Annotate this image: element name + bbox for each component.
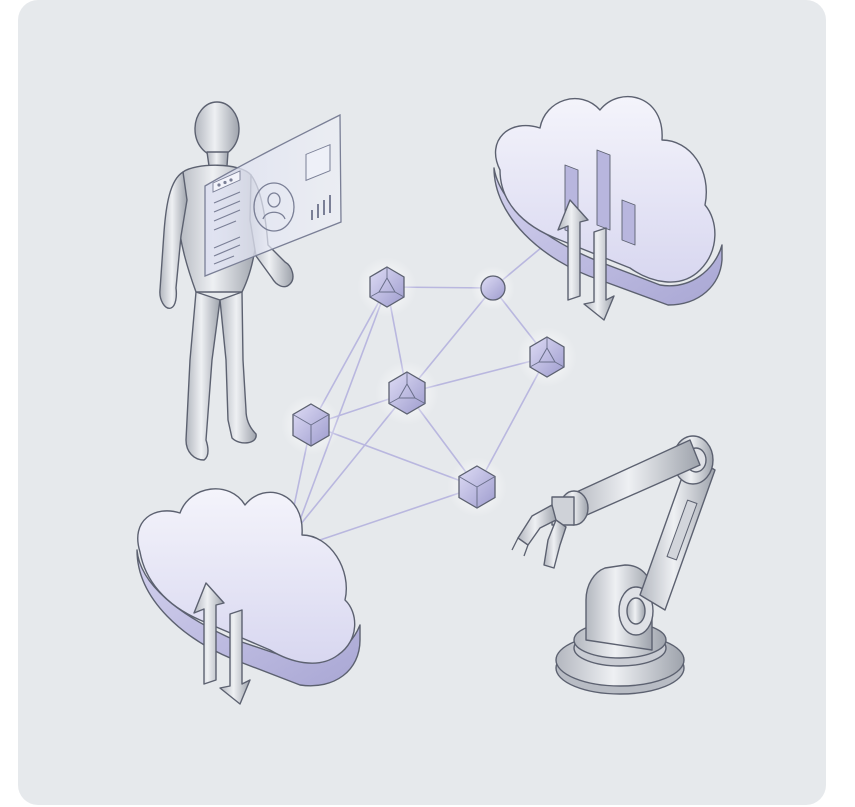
user-profile-icon bbox=[253, 182, 295, 232]
cloud-top bbox=[493, 95, 723, 306]
window-dot-icon bbox=[217, 183, 221, 187]
robotic-arm bbox=[511, 435, 716, 695]
network-node-hex-center bbox=[375, 361, 439, 425]
window-dot-icon bbox=[223, 180, 227, 185]
holographic-display-panel bbox=[204, 113, 342, 277]
cloud-bottom bbox=[136, 488, 361, 687]
upload-download-arrows-icon bbox=[557, 199, 615, 321]
network-node-hex bbox=[357, 257, 417, 317]
network-node-hex bbox=[517, 327, 577, 387]
chart-widget-icon bbox=[305, 143, 331, 182]
person-figure bbox=[159, 101, 294, 461]
window-dot-icon bbox=[229, 178, 233, 182]
upload-download-arrows-icon bbox=[193, 582, 251, 705]
network-node-sphere bbox=[471, 266, 515, 310]
network-node-cube bbox=[447, 457, 507, 517]
network-node-cube bbox=[281, 395, 341, 455]
bar-chart-icon bbox=[311, 195, 331, 220]
network-graph bbox=[281, 241, 577, 541]
text-lines-icon bbox=[213, 191, 241, 265]
